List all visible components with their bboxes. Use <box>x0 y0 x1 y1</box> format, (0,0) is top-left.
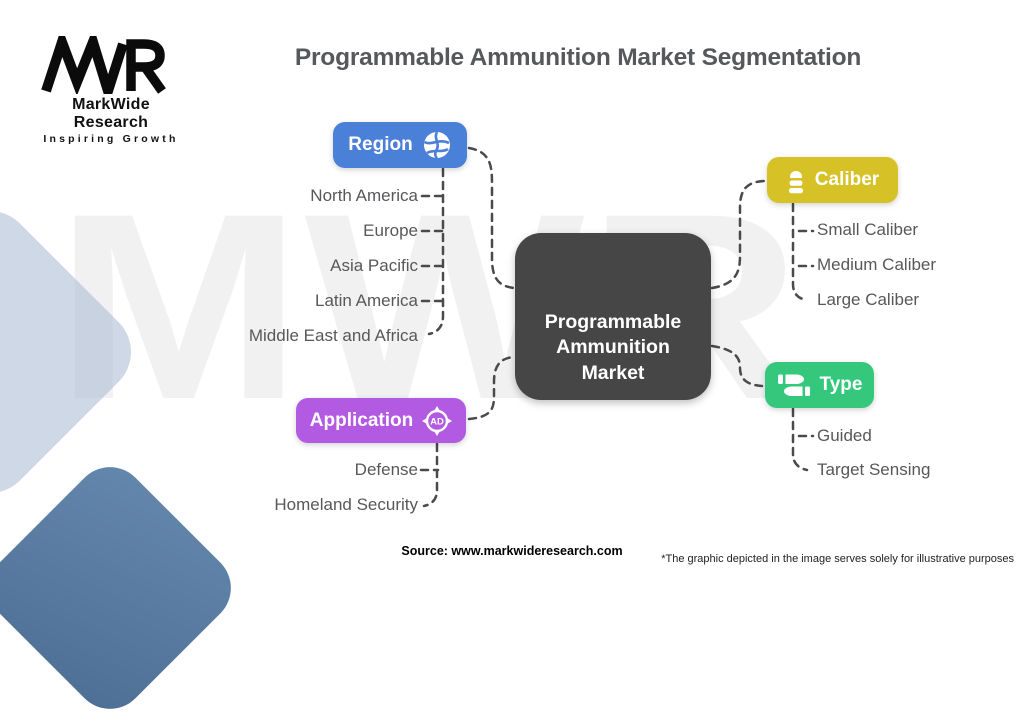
caliber-node: Caliber <box>767 157 898 203</box>
region-label: Region <box>348 134 413 155</box>
central-market-node: Programmable Ammunition Market <box>515 233 711 400</box>
region-item-asia-pacific: Asia Pacific <box>330 256 418 275</box>
disclaimer-text: *The graphic depicted in the image serve… <box>661 553 1014 565</box>
source-text: Source: www.markwideresearch.com <box>401 544 623 558</box>
region-item-latin-america: Latin America <box>315 291 418 310</box>
type-item-guided: Guided <box>817 426 872 445</box>
decorative-diamond-bottom <box>0 452 246 724</box>
logo-tagline: Inspiring Growth <box>43 133 179 145</box>
bullet-icon <box>786 165 806 195</box>
ad-target-icon: AD <box>422 405 453 436</box>
type-item-target-sensing: Target Sensing <box>817 460 931 479</box>
logo-name: MarkWide Research <box>72 96 150 131</box>
region-node: Region <box>333 122 467 168</box>
caliber-item-small: Small Caliber <box>817 220 919 239</box>
caliber-item-medium: Medium Caliber <box>817 255 937 274</box>
ad-icon-text: AD <box>430 416 444 427</box>
application-item-homeland-security: Homeland Security <box>274 495 418 514</box>
markwide-logo: MarkWide Research Inspiring Growth <box>33 36 189 145</box>
region-item-europe: Europe <box>363 221 418 240</box>
type-label: Type <box>819 374 863 395</box>
region-item-north-america: North America <box>310 186 418 205</box>
region-item-middle-east-africa: Middle East and Africa <box>248 326 418 345</box>
type-node: Type <box>765 362 874 408</box>
caliber-item-large: Large Caliber <box>817 290 920 309</box>
globe-icon <box>422 130 452 160</box>
application-item-defense: Defense <box>354 460 418 479</box>
application-label: Application <box>309 409 414 431</box>
application-node: Application AD <box>296 398 466 443</box>
mwr-monogram-icon <box>41 36 166 94</box>
page-title: Programmable Ammunition Market Segmentat… <box>294 44 862 71</box>
dual-bullets-icon <box>777 372 811 399</box>
caliber-label: Caliber <box>814 169 880 190</box>
central-market-label: Programmable Ammunition Market <box>544 310 682 384</box>
